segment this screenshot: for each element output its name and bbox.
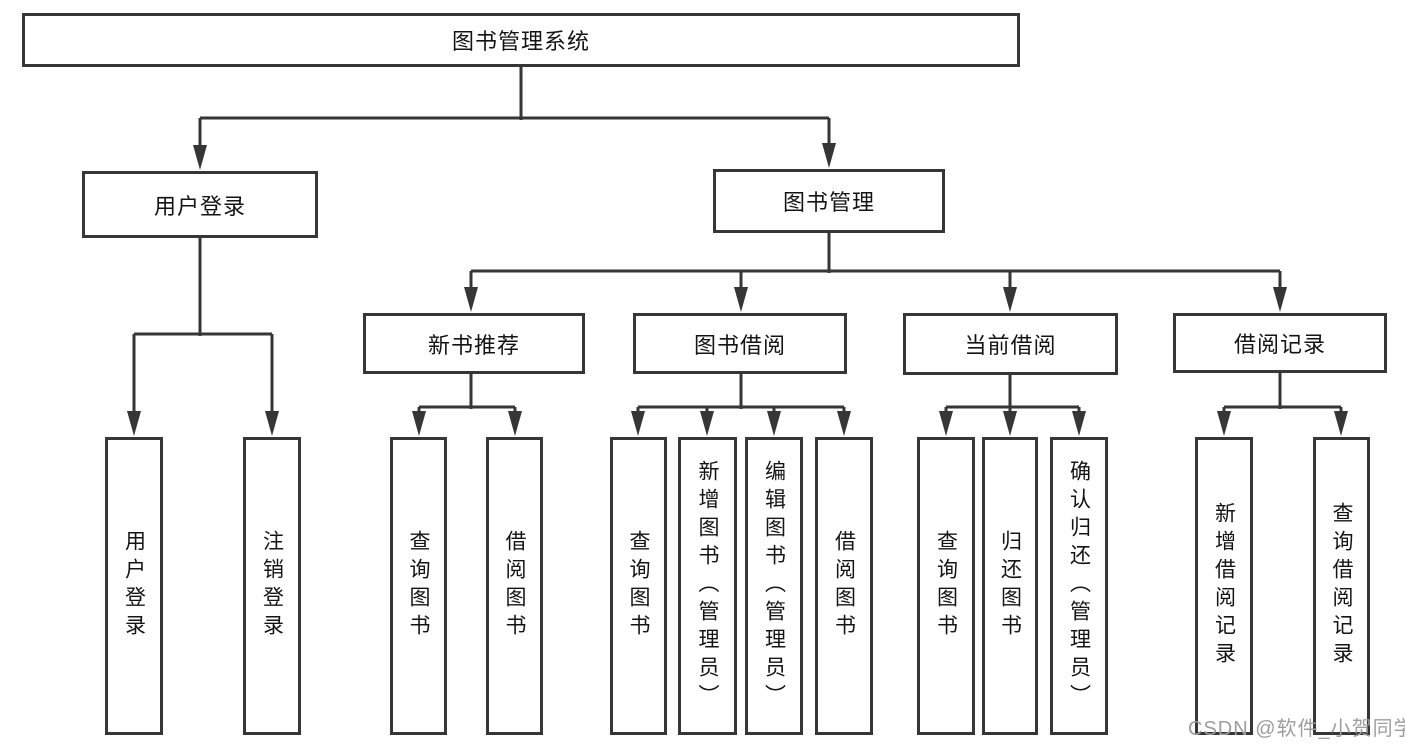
node-current-borrow-label: 当前借阅 <box>964 333 1057 358</box>
leaf-borrow-books-2: 借阅图书 <box>815 437 873 735</box>
leaf-query-books-3: 查询图书 <box>917 437 975 735</box>
node-book-management: 图书管理 <box>713 169 945 233</box>
leaf-return-books-label: 归还图书 <box>998 530 1022 642</box>
leaf-query-borrow-record: 查询借阅记录 <box>1313 437 1370 735</box>
leaf-user-login: 用户登录 <box>105 437 163 735</box>
leaf-query-books-1: 查询图书 <box>390 437 447 735</box>
node-new-book-recommend-label: 新书推荐 <box>427 332 520 358</box>
leaf-confirm-return-admin: 确认归还（管理员） <box>1050 437 1108 735</box>
leaf-borrow-books-1-label: 借阅图书 <box>503 530 526 642</box>
node-user-login: 用户登录 <box>82 171 318 238</box>
leaf-borrow-books-1: 借阅图书 <box>486 437 543 735</box>
node-root: 图书管理系统 <box>22 13 1020 67</box>
node-book-management-label: 图书管理 <box>782 190 875 215</box>
leaf-confirm-return-admin-label: 确认归还（管理员） <box>1067 460 1091 712</box>
leaf-borrow-books-2-label: 借阅图书 <box>832 530 856 642</box>
leaf-edit-books-admin-label: 编辑图书（管理员） <box>762 460 786 712</box>
leaf-user-login-label: 用户登录 <box>122 530 146 642</box>
leaf-query-books-1-label: 查询图书 <box>407 530 430 642</box>
node-borrow-records-label: 借阅记录 <box>1233 332 1326 357</box>
node-root-label: 图书管理系统 <box>451 29 590 54</box>
node-borrow-records: 借阅记录 <box>1173 313 1387 373</box>
arrowheads <box>127 143 1348 436</box>
leaf-add-books-admin: 新增图书（管理员） <box>678 437 737 735</box>
node-user-login-label: 用户登录 <box>153 193 246 219</box>
leaf-return-books: 归还图书 <box>982 437 1038 735</box>
leaf-logout-label: 注销登录 <box>260 530 284 642</box>
csdn-watermark: CSDN @软件_小贺同学 <box>1188 718 1405 740</box>
node-new-book-recommend: 新书推荐 <box>363 313 585 374</box>
leaf-edit-books-admin: 编辑图书（管理员） <box>745 437 803 735</box>
leaf-query-books-3-label: 查询图书 <box>934 530 958 642</box>
node-book-borrow-label: 图书借阅 <box>693 332 786 358</box>
node-book-borrow: 图书借阅 <box>633 313 847 374</box>
leaf-add-books-admin-label: 新增图书（管理员） <box>696 460 719 712</box>
leaf-add-borrow-record: 新增借阅记录 <box>1195 437 1253 735</box>
leaf-add-borrow-record-label: 新增借阅记录 <box>1212 502 1236 670</box>
leaf-query-books-2: 查询图书 <box>610 437 667 735</box>
node-current-borrow: 当前借阅 <box>903 313 1118 375</box>
leaf-query-books-2-label: 查询图书 <box>627 530 650 642</box>
leaf-query-borrow-record-label: 查询借阅记录 <box>1330 502 1353 670</box>
leaf-logout: 注销登录 <box>243 437 301 735</box>
